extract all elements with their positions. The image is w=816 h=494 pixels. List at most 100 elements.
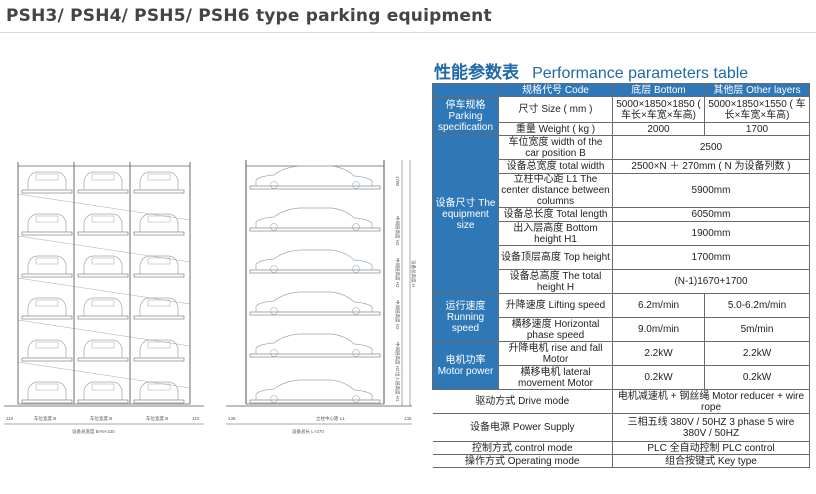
pallet xyxy=(21,231,73,236)
weight-other: 1700 xyxy=(704,122,810,136)
car-front-outline xyxy=(139,297,179,317)
pallet xyxy=(133,273,185,278)
table-row: 运行速度 Running speed 升降速度 Lifting speed 6.… xyxy=(432,293,810,342)
pallet xyxy=(77,357,129,362)
table-row: 设备顶层高度 Top height 1700mm xyxy=(433,245,810,270)
car-front-outline xyxy=(139,171,179,191)
car-front-outline xyxy=(27,381,67,401)
car-front-outline xyxy=(139,381,179,401)
car-front-outline xyxy=(27,339,67,359)
front-right-dim: 110 xyxy=(192,416,200,421)
car-wheel xyxy=(270,181,278,189)
horizontal-speed-label: 横移速度 Horizontal phase speed xyxy=(498,317,613,342)
header-other: 其他层 Other layers xyxy=(704,83,810,97)
table-row: 操作方式 Operating mode 组合按键式 Key type xyxy=(432,454,810,468)
table-row: 横移速度 Horizontal phase speed 9.0m/min 5m/… xyxy=(433,317,810,342)
front-frame xyxy=(17,165,191,405)
lateral-motor-bottom: 0.2kW xyxy=(612,365,705,390)
header-code: 规格代号 Code xyxy=(498,83,613,97)
car-wheel xyxy=(352,223,360,231)
side-middle-h-3: 中间层高度 H2 xyxy=(394,300,401,330)
center-distance-label: 立柱中心距 L1 The center distance between col… xyxy=(498,173,613,208)
horizontal-speed-bottom: 9.0m/min xyxy=(612,317,705,342)
pallet xyxy=(133,189,185,194)
car-wheel xyxy=(352,307,360,315)
horizontal-speed-other: 5m/min xyxy=(704,317,810,342)
table-row: 出入层高度 Bottom height H1 1900mm xyxy=(433,221,810,246)
car-front-outline xyxy=(139,255,179,275)
car-wheel xyxy=(270,223,278,231)
car-side-outline xyxy=(255,291,373,313)
car-wheel xyxy=(352,181,360,189)
total-width-label: 设备总宽度 total width xyxy=(498,159,613,174)
pallet xyxy=(133,399,185,404)
front-left-dim: 110 xyxy=(6,416,14,421)
car-front-outline xyxy=(83,381,123,401)
pallet xyxy=(77,315,129,320)
lifting-speed-label: 升降速度 Lifting speed xyxy=(498,293,613,318)
car-wheel xyxy=(352,349,360,357)
table-row: 重量 Weight ( kg ) 2000 1700 xyxy=(433,122,810,136)
car-front-outline xyxy=(83,297,123,317)
technical-drawing: 110 110 车位宽度 B 车位宽度 B 车位宽度 B 设备总宽度 B×N+2… xyxy=(4,160,417,435)
car-front-outline xyxy=(27,297,67,317)
pallet xyxy=(249,185,381,190)
car-wheel xyxy=(352,265,360,273)
lifting-speed-bottom: 6.2m/min xyxy=(612,293,705,318)
table-row: 立柱中心距 L1 The center distance between col… xyxy=(433,173,810,208)
pallet xyxy=(249,227,381,232)
car-windshield xyxy=(91,299,115,307)
power-supply-value: 三相五线 380V / 50HZ 3 phase 5 wire 380V / 5… xyxy=(612,413,810,442)
car-windshield xyxy=(91,173,115,181)
side-total-h: 设备总高度 H xyxy=(410,260,417,287)
side-l1: 立柱中心距 L1 xyxy=(316,415,345,422)
car-windshield xyxy=(147,299,171,307)
bottom-height-value: 1900mm xyxy=(612,221,810,246)
side-middle-h-4: 中间层高度 H2 xyxy=(394,342,401,372)
car-side-outline xyxy=(255,207,373,229)
drive-mode-label: 驱动方式 Drive mode xyxy=(432,389,613,414)
table-row: 横移电机 lateral movement Motor 0.2kW 0.2kW xyxy=(433,365,810,390)
total-width-value: 2500×N ＋ 270mm ( N 为设备列数 ) xyxy=(612,159,810,174)
size-other: 5000×1850×1550 ( 车长×车宽×车高) xyxy=(704,96,810,123)
car-front-outline xyxy=(27,213,67,233)
performance-heading-en: Performance parameters table xyxy=(532,65,749,82)
table-row: 控制方式 control mode PLC 全自动控制 PLC control xyxy=(432,441,810,455)
pallet xyxy=(77,189,129,194)
bottom-height-label: 出入层高度 Bottom height H1 xyxy=(498,221,613,246)
cross-brace xyxy=(17,235,191,263)
operating-mode-label: 操作方式 Operating mode xyxy=(432,454,613,468)
performance-heading-zh: 性能参数表 xyxy=(434,63,519,83)
width-b-value: 2500 xyxy=(612,135,810,160)
front-dimension-labels: 110 110 车位宽度 B 车位宽度 B 车位宽度 B 设备总宽度 B×N+2… xyxy=(6,415,200,435)
group-equipment: 设备尺寸 The equipment size xyxy=(432,135,499,294)
center-distance-value: 5900mm xyxy=(612,173,810,208)
drive-mode-value: 电机减速机 + 钢丝绳 Motor reducer + wire rope xyxy=(612,389,810,414)
side-middle-h-2: 中间层高度 H2 xyxy=(394,258,401,288)
performance-heading: 性能参数表 Performance parameters table xyxy=(434,58,748,83)
table-row: 电机功率 Motor power 升降电机 rise and fall Moto… xyxy=(432,341,810,390)
weight-bottom: 2000 xyxy=(612,122,705,136)
car-side-outline xyxy=(255,249,373,271)
car-side-outline xyxy=(255,165,373,187)
car-windshield xyxy=(35,257,59,265)
table-row: 设备总高度 The total height H (N-1)1670+1700 xyxy=(433,269,810,294)
pallet xyxy=(133,315,185,320)
car-front-outline xyxy=(139,339,179,359)
pallet xyxy=(249,353,381,358)
lift-motor-other: 2.2kW xyxy=(704,341,810,366)
car-wheel xyxy=(270,349,278,357)
car-front-outline xyxy=(83,339,123,359)
car-windshield xyxy=(147,341,171,349)
car-front-outline xyxy=(83,213,123,233)
side-right-dim: 135 xyxy=(404,416,412,421)
car-wheel xyxy=(270,395,278,403)
group-power: 电机功率 Motor power xyxy=(432,341,499,390)
car-windshield xyxy=(91,383,115,391)
car-wheel xyxy=(270,307,278,315)
car-windshield xyxy=(35,173,59,181)
car-front-outline xyxy=(83,255,123,275)
table-header-row: 规格代号 Code 底层 Bottom 其他层 Other layers xyxy=(432,83,810,97)
width-b-label: 车位宽度 width of the car position B xyxy=(498,135,613,160)
group-parking: 停车规格 Parking specification xyxy=(432,96,499,136)
